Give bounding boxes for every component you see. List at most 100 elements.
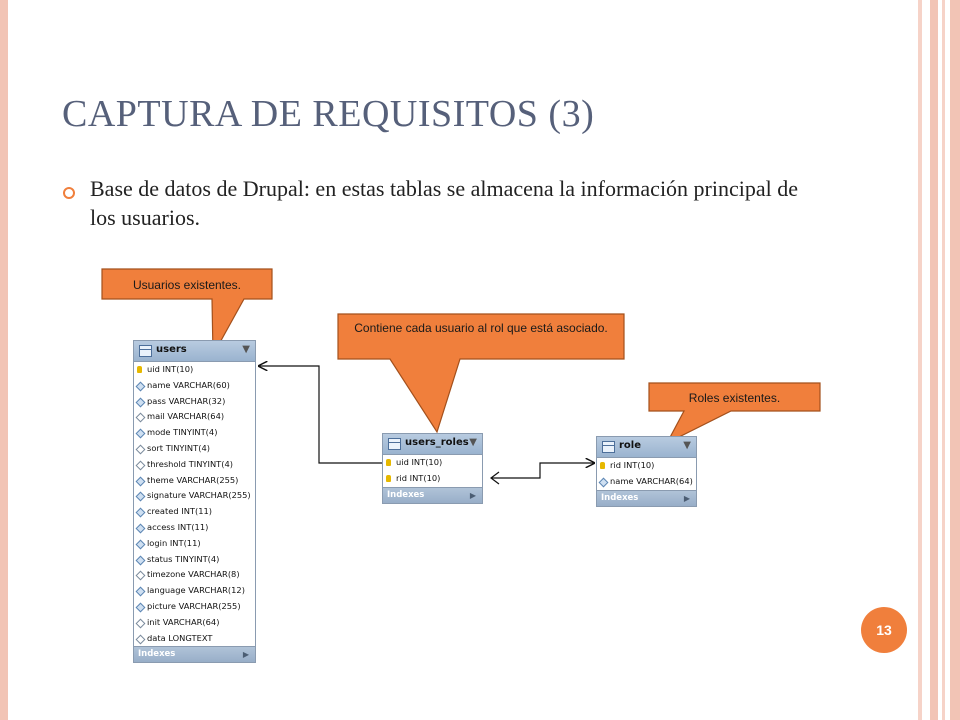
table-name: users_roles	[405, 437, 469, 448]
diamond-icon	[135, 523, 146, 534]
collapse-arrow-icon[interactable]: ▼	[469, 437, 477, 448]
column-row[interactable]: rid INT(10)	[597, 458, 696, 474]
column-row[interactable]: name VARCHAR(64)	[597, 474, 696, 490]
column-row[interactable]: uid INT(10)	[383, 455, 482, 471]
column-label: signature VARCHAR(255)	[147, 490, 251, 501]
column-label: theme VARCHAR(255)	[147, 474, 239, 485]
diamond-icon	[135, 476, 146, 487]
column-row[interactable]: timezone VARCHAR(8)	[134, 567, 255, 583]
column-label: access INT(11)	[147, 521, 209, 532]
column-row[interactable]: language VARCHAR(12)	[134, 583, 255, 599]
column-row[interactable]: picture VARCHAR(255)	[134, 599, 255, 615]
column-label: uid INT(10)	[396, 457, 443, 467]
diamond-icon	[135, 602, 146, 613]
slide-title: CAPTURA DE REQUISITOS (3)	[62, 93, 595, 135]
callout-users-roles-shape	[337, 313, 625, 434]
diamond-outline-icon	[135, 460, 146, 471]
key-icon	[386, 474, 391, 482]
diamond-icon	[135, 555, 146, 566]
indexes-bar[interactable]: Indexes ▶	[134, 646, 255, 663]
column-label: sort TINYINT(4)	[147, 442, 210, 453]
key-icon	[386, 459, 391, 466]
table-name: users	[156, 344, 187, 355]
column-row[interactable]: status TINYINT(4)	[134, 552, 255, 568]
bullet-text: Base de datos de Drupal: en estas tablas…	[90, 176, 799, 230]
table-header[interactable]: role ▼	[597, 437, 696, 458]
column-label: status TINYINT(4)	[147, 553, 220, 564]
diamond-outline-icon	[135, 444, 146, 455]
page-number-badge: 13	[861, 607, 907, 653]
indexes-label: Indexes	[387, 489, 425, 500]
table-users[interactable]: users ▼ uid INT(10) name VARCHAR(60) pas…	[133, 340, 256, 664]
table-role[interactable]: role ▼ rid INT(10) name VARCHAR(64) Inde…	[596, 436, 697, 507]
connector-users-roles	[259, 366, 382, 464]
table-icon	[602, 441, 615, 453]
column-row[interactable]: mail VARCHAR(64)	[134, 409, 255, 425]
column-label: mode TINYINT(4)	[147, 427, 218, 438]
column-row[interactable]: mode TINYINT(4)	[134, 425, 255, 441]
column-row[interactable]: data LONGTEXT	[134, 631, 255, 647]
column-label: rid INT(10)	[396, 472, 441, 483]
column-label: uid INT(10)	[147, 364, 194, 374]
indexes-label: Indexes	[601, 492, 639, 503]
expand-arrow-icon[interactable]: ▶	[683, 493, 690, 503]
column-label: timezone VARCHAR(8)	[147, 569, 240, 580]
table-header[interactable]: users ▼	[134, 341, 255, 362]
diamond-outline-icon	[135, 618, 146, 629]
table-header[interactable]: users_roles ▼	[383, 434, 482, 455]
connector-arrowhead-left	[490, 471, 500, 485]
diamond-icon	[598, 477, 609, 488]
column-list: uid INT(10) name VARCHAR(60) pass VARCHA…	[134, 362, 255, 646]
column-row[interactable]: sort TINYINT(4)	[134, 441, 255, 457]
column-label: data LONGTEXT	[147, 632, 213, 643]
callout-users-shape	[101, 268, 273, 358]
column-label: name VARCHAR(64)	[610, 475, 693, 486]
diamond-outline-icon	[135, 570, 146, 581]
diamond-outline-icon	[135, 634, 146, 644]
column-label: picture VARCHAR(255)	[147, 600, 241, 611]
diamond-outline-icon	[135, 412, 146, 423]
column-label: pass VARCHAR(32)	[147, 395, 226, 406]
diamond-icon	[135, 586, 146, 597]
diamond-icon	[135, 539, 146, 550]
connector-role-users-roles	[492, 463, 594, 479]
column-row[interactable]: uid INT(10)	[134, 362, 255, 378]
column-row[interactable]: init VARCHAR(64)	[134, 615, 255, 631]
indexes-bar[interactable]: Indexes ▶	[597, 489, 696, 506]
column-label: threshold TINYINT(4)	[147, 458, 233, 469]
column-label: language VARCHAR(12)	[147, 585, 245, 596]
key-icon	[600, 462, 605, 469]
expand-arrow-icon[interactable]: ▶	[242, 650, 249, 660]
column-row[interactable]: rid INT(10)	[383, 471, 482, 487]
column-label: init VARCHAR(64)	[147, 616, 220, 627]
key-icon	[137, 366, 142, 373]
column-row[interactable]: pass VARCHAR(32)	[134, 394, 255, 410]
table-users-roles[interactable]: users_roles ▼ uid INT(10) rid INT(10) In…	[382, 433, 483, 504]
column-row[interactable]: created INT(11)	[134, 504, 255, 520]
indexes-bar[interactable]: Indexes ▶	[383, 486, 482, 503]
right-border-decoration	[918, 0, 960, 720]
column-label: login INT(11)	[147, 537, 201, 548]
column-row[interactable]: login INT(11)	[134, 536, 255, 552]
bullet-icon	[63, 187, 75, 199]
column-row[interactable]: name VARCHAR(60)	[134, 378, 255, 394]
column-row[interactable]: threshold TINYINT(4)	[134, 457, 255, 473]
collapse-arrow-icon[interactable]: ▼	[242, 344, 250, 355]
table-name: role	[619, 440, 642, 451]
column-row[interactable]: access INT(11)	[134, 520, 255, 536]
collapse-arrow-icon[interactable]: ▼	[683, 440, 691, 451]
diamond-icon	[135, 381, 146, 392]
left-border-decoration	[0, 0, 8, 720]
expand-arrow-icon[interactable]: ▶	[469, 490, 476, 500]
column-row[interactable]: signature VARCHAR(255)	[134, 488, 255, 504]
column-label: rid INT(10)	[610, 460, 655, 470]
callout-users-label: Usuarios existentes.	[132, 278, 242, 292]
diamond-icon	[135, 397, 146, 408]
column-label: name VARCHAR(60)	[147, 379, 230, 390]
indexes-label: Indexes	[138, 649, 176, 660]
callout-users-roles-label: Contiene cada usuario al rol que está as…	[354, 321, 608, 335]
column-label: created INT(11)	[147, 506, 212, 517]
table-icon	[388, 438, 401, 450]
column-row[interactable]: theme VARCHAR(255)	[134, 473, 255, 489]
